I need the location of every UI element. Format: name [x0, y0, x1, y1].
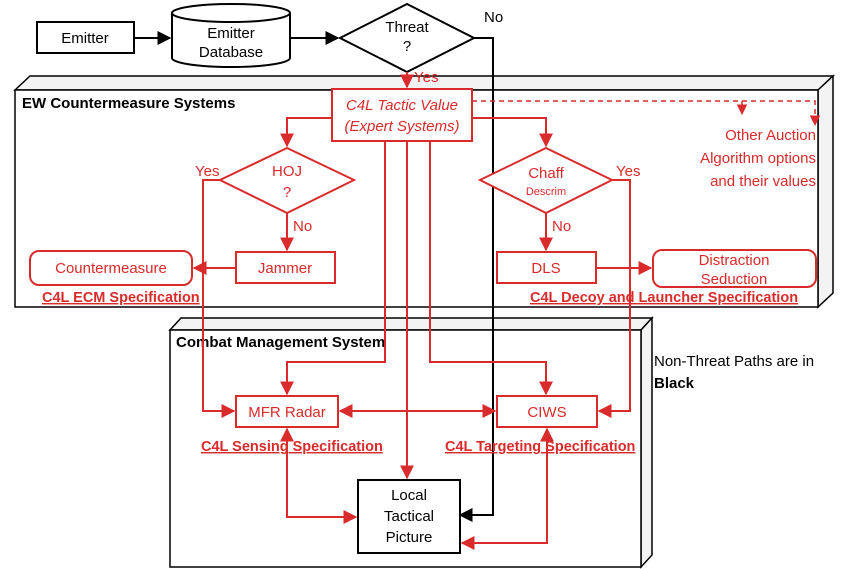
ciws-box [496, 395, 598, 428]
distraction-label-2: Seduction [701, 271, 768, 288]
tactic-label-2: (Expert Systems) [344, 118, 459, 135]
other-options-label-1: Other Auction [725, 127, 816, 144]
chaff-no-label: No [552, 218, 571, 235]
db-label-1: Emitter [207, 25, 255, 42]
other-options-label-3: and their values [710, 173, 816, 190]
ew-panel-title: EW Countermeasure Systems [22, 95, 235, 112]
other-options-dashed-arrows [472, 100, 821, 127]
threat-no-label: No [484, 9, 503, 26]
other-options-label-2: Algorithm options [700, 150, 816, 167]
hoj-yes-label: Yes [195, 163, 219, 180]
hoj-decision [217, 146, 357, 215]
hoj-label-1: HOJ [272, 163, 302, 180]
local-tactical-picture-box [357, 479, 461, 554]
targeting-spec-label: C4L Targeting Specification [445, 439, 635, 455]
combat-management-panel: Combat Management System [168, 316, 654, 569]
arrow-mfr-ltp [280, 427, 358, 524]
ciws-label: CIWS [527, 404, 566, 421]
countermeasure-label: Countermeasure [55, 260, 167, 277]
threat-label-1: Threat [385, 19, 429, 36]
jammer-box [235, 251, 336, 284]
mfr-radar-box [235, 395, 339, 428]
countermeasure-box [29, 250, 193, 286]
arrow-tactic-ciws [429, 141, 553, 396]
hoj-label-2: ? [283, 184, 291, 201]
jammer-label: Jammer [258, 260, 312, 277]
note-line-2: Black [654, 375, 695, 392]
emitter-database-cylinder [171, 3, 291, 68]
chaff-label-1: Chaff [528, 165, 564, 182]
threat-label-2: ? [403, 38, 411, 55]
ecm-spec-label: C4L ECM Specification [42, 290, 200, 306]
tactic-label-1: C4L Tactic Value [346, 97, 458, 114]
ltp-label-2: Tactical [384, 508, 434, 525]
ltp-label-1: Local [391, 487, 427, 504]
emitter-label: Emitter [61, 30, 109, 47]
db-label-2: Database [199, 44, 263, 61]
note-line-1: Non-Threat Paths are in [654, 353, 814, 370]
arrow-tactic-hoj [280, 117, 332, 148]
arrow-ciws-ltp [460, 427, 554, 550]
chaff-label-2: Descrim [526, 186, 566, 198]
arrow-tactic-chaff [472, 117, 553, 148]
hoj-no-label: No [293, 218, 312, 235]
dls-label: DLS [531, 260, 560, 277]
threat-yes-label: Yes [414, 69, 438, 86]
tactic-value-box [331, 88, 473, 142]
distraction-seduction-box [652, 249, 817, 288]
ltp-label-3: Picture [386, 529, 433, 546]
cms-panel-title: Combat Management System [176, 334, 385, 351]
chaff-yes-label: Yes [616, 163, 640, 180]
arrow-hoj-yes-mfr [202, 179, 236, 418]
dls-box [496, 251, 597, 284]
decoy-spec-label: C4L Decoy and Launcher Specification [530, 290, 798, 306]
distraction-label-1: Distraction [699, 252, 770, 269]
arrow-tactic-mfr [280, 141, 386, 396]
sensing-spec-label: C4L Sensing Specification [201, 439, 383, 455]
mfr-label: MFR Radar [248, 404, 326, 421]
arrow-chaff-yes-ciws [597, 179, 631, 418]
